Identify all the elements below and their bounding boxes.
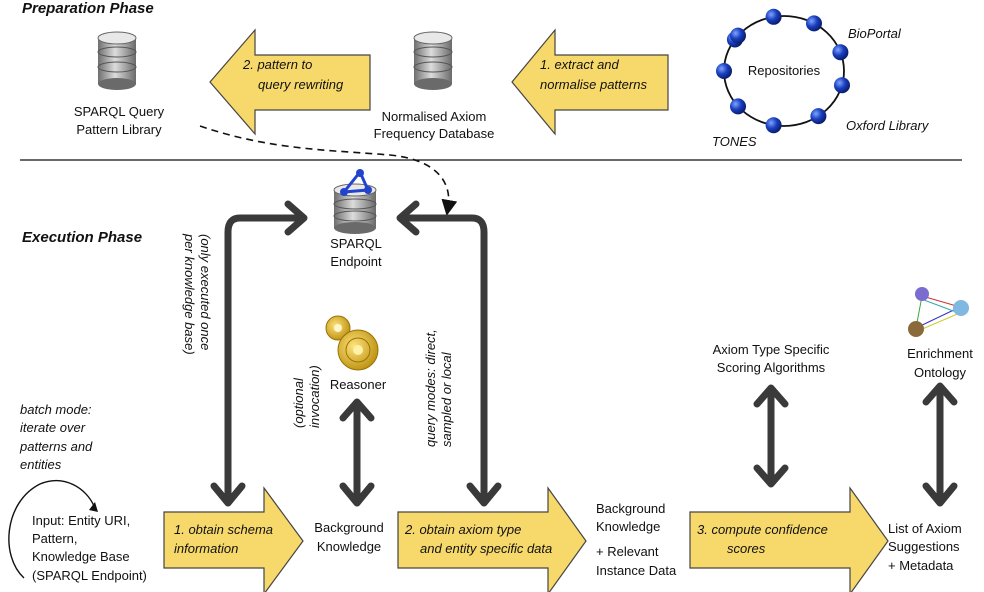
repositories-label: Repositories [748, 63, 821, 78]
tones-label: TONES [712, 134, 757, 149]
repository-node-icon [730, 98, 746, 115]
repository-node-icon [730, 27, 746, 44]
prep-arrow-1: 1. extract and normalise patterns [511, 28, 669, 136]
oxford-library-label: Oxford Library [846, 118, 930, 133]
list-axiom-line-2: Suggestions [888, 539, 960, 554]
reasoner-label: Reasoner [330, 377, 387, 392]
svg-text:invocation): invocation) [307, 365, 322, 428]
bioportal-label: BioPortal [848, 26, 902, 41]
batch-mode-line-4: entities [20, 457, 62, 472]
repositories-ring [716, 8, 850, 134]
pattern-library-label-2: Pattern Library [76, 122, 162, 137]
prep-arrow-2-line2: query rewriting [258, 77, 344, 92]
preparation-phase-title: Preparation Phase [22, 0, 154, 17]
prep-arrow-1-line2: normalise patterns [540, 77, 647, 92]
step-1-arrow: 1. obtain schema information [163, 486, 304, 592]
svg-text:and entity specific data: and entity specific data [420, 541, 552, 556]
bk-relevant-line-1: Background [596, 501, 665, 516]
repository-node-icon [834, 77, 850, 94]
repository-node-icon [810, 108, 827, 125]
svg-text:(only executed once: (only executed once [198, 234, 213, 350]
connectors [224, 214, 944, 502]
background-knowledge-label-1: Background [314, 520, 383, 535]
repository-node-icon [832, 44, 849, 61]
prep-arrow-1-line1: 1. extract and [540, 57, 620, 72]
batch-mode-line-1: batch mode: [20, 402, 92, 417]
list-axiom-line-1: List of Axiom [888, 521, 962, 536]
connector-arrowheads [210, 200, 958, 507]
repository-node-icon [716, 63, 732, 79]
repository-node-icon [765, 8, 782, 25]
input-line-4: (SPARQL Endpoint) [32, 568, 147, 583]
schema-connector [224, 214, 304, 502]
repository-node-icon [806, 15, 822, 32]
endpoint-label-1: SPARQL [330, 236, 382, 251]
bk-relevant-line-2: Knowledge [596, 519, 660, 534]
svg-text:2. obtain axiom type: 2. obtain axiom type [404, 522, 521, 537]
step-3-arrow: 3. compute confidence scores [689, 486, 889, 592]
database-icon [413, 31, 453, 90]
only-once-note: (only executed once per knowledge base) [182, 233, 213, 355]
repository-node-icon [765, 117, 782, 134]
input-line-2: Pattern, [32, 531, 78, 546]
batch-mode-line-2: iterate over [20, 420, 86, 435]
scoring-label-1: Axiom Type Specific [713, 342, 830, 357]
query-modes-note: query modes: direct, sampled or local [423, 329, 454, 447]
pattern-library-label-1: SPARQL Query [74, 104, 165, 119]
svg-text:3. compute confidence: 3. compute confidence [697, 522, 828, 537]
gear-icon [325, 315, 379, 371]
normalised-db-label-2: Frequency Database [374, 126, 495, 141]
svg-text:information: information [174, 541, 238, 556]
execution-phase-title: Execution Phase [22, 229, 142, 246]
prep-arrow-2: 2. pattern to query rewriting [209, 28, 371, 136]
endpoint-label-2: Endpoint [330, 254, 382, 269]
input-line-3: Knowledge Base [32, 549, 130, 564]
database-icon [97, 31, 137, 90]
background-knowledge-label-2: Knowledge [317, 539, 381, 554]
bk-relevant-line-3: + Relevant [596, 544, 659, 559]
normalised-db-label-1: Normalised Axiom [382, 109, 487, 124]
data-connector [400, 214, 488, 502]
enrichment-label-2: Ontology [914, 365, 967, 380]
svg-text:sampled or local: sampled or local [439, 351, 454, 447]
prep-arrow-2-line1: 2. pattern to [242, 57, 312, 72]
step-2-arrow: 2. obtain axiom type and entity specific… [397, 486, 587, 592]
bk-relevant-line-4: Instance Data [596, 563, 677, 578]
batch-mode-line-3: patterns and [19, 439, 93, 454]
batch-loop-arrowhead [89, 502, 98, 512]
dashed-rewrite-connector [199, 125, 458, 216]
svg-text:per knowledge base): per knowledge base) [182, 233, 197, 355]
enrichment-label-1: Enrichment [907, 346, 973, 361]
svg-text:1. obtain schema: 1. obtain schema [174, 522, 273, 537]
svg-text:query modes: direct,: query modes: direct, [423, 329, 438, 447]
sparql-endpoint-icon [333, 169, 377, 234]
batch-loop-arrow [8, 479, 95, 579]
input-line-1: Input: Entity URI, [32, 513, 130, 528]
list-axiom-line-3: + Metadata [888, 558, 954, 573]
scoring-label-2: Scoring Algorithms [717, 360, 826, 375]
ontology-icon [908, 287, 969, 337]
optional-invocation-note: (optional invocation) [291, 365, 322, 428]
svg-text:scores: scores [727, 541, 766, 556]
svg-text:(optional: (optional [291, 377, 306, 428]
